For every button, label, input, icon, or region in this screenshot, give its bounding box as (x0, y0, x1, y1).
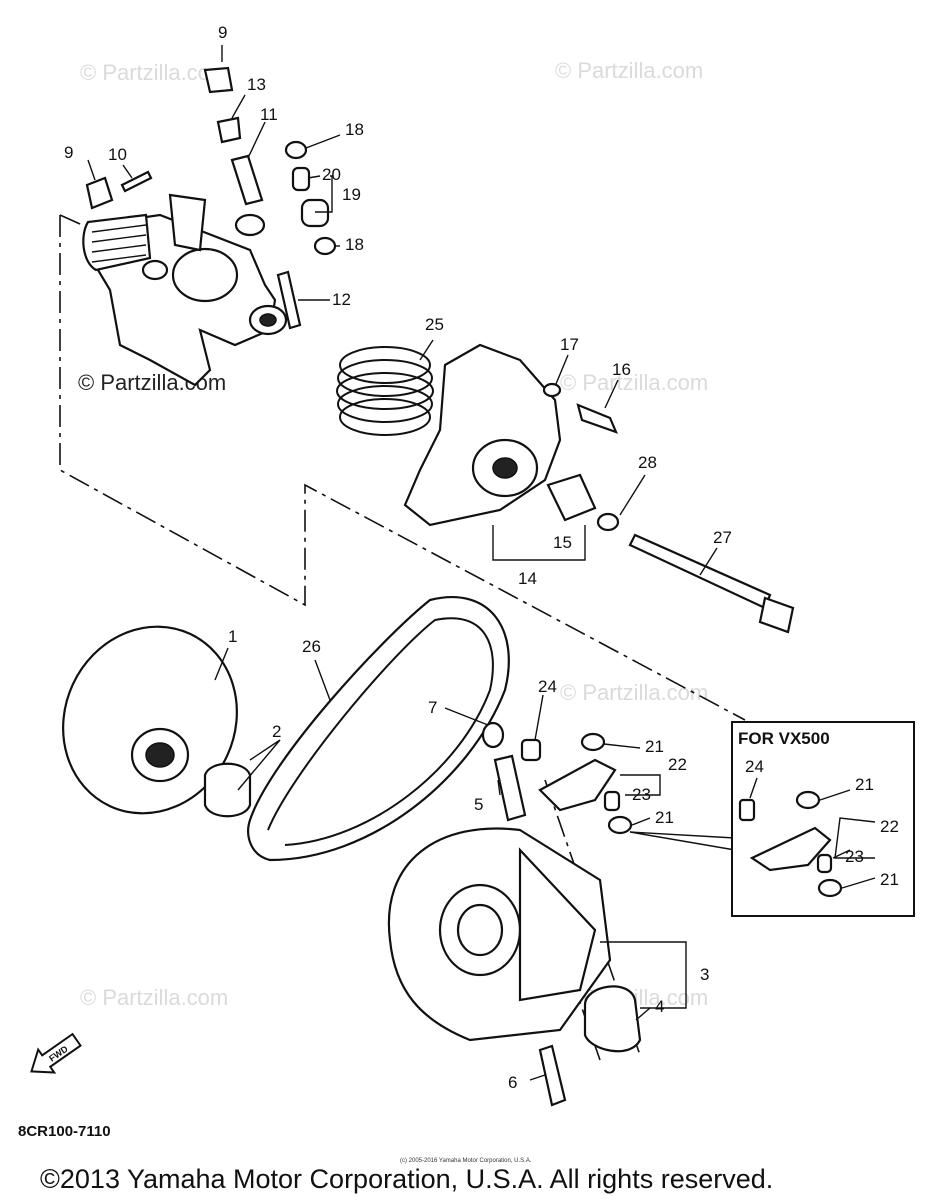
part-27-bolt-head (758, 596, 795, 634)
watermark: © Partzilla.com (80, 985, 228, 1010)
part-10-pin (120, 170, 153, 193)
watermark: © Partzilla.com (80, 60, 228, 85)
part-11-pin (230, 154, 264, 206)
inset-part-21-washer (795, 790, 821, 810)
part-4-collar (583, 985, 642, 1053)
callout-6: 6 (508, 1073, 517, 1092)
watermark: © Partzilla.com (555, 58, 703, 83)
callout-18: 18 (345, 235, 364, 254)
inset-callout-21: 21 (855, 775, 874, 794)
inset-title: FOR VX500 (738, 729, 830, 748)
callout-7: 7 (428, 698, 437, 717)
inset-leader-lines (629, 831, 736, 851)
part-12-bolt (276, 270, 302, 330)
callout-27: 27 (713, 528, 732, 547)
callout-16: 16 (612, 360, 631, 379)
copyright-notice: ©2013 Yamaha Motor Corporation, U.S.A. A… (40, 1164, 773, 1194)
callout-26: 26 (302, 637, 321, 656)
part-25-spring (336, 346, 434, 436)
watermark: © Partzilla.com (560, 680, 708, 705)
small-credit: (c) 2005-2016 Yamaha Motor Corporation, … (400, 1158, 532, 1164)
part-7-nut (481, 721, 505, 749)
part-18-washer (313, 236, 337, 256)
part-2-bushing (203, 762, 252, 818)
part-9-clip (85, 66, 234, 210)
callout-1: 1 (228, 627, 237, 646)
callout-3: 3 (700, 965, 709, 984)
callout-24: 24 (538, 677, 557, 696)
part-15-bushing (546, 473, 597, 522)
part-21-washer (580, 732, 606, 752)
inset-part-24-screw (738, 798, 756, 822)
inset-callout-23: 23 (845, 847, 864, 866)
part-13-nut (216, 116, 242, 144)
part-28-washer (596, 512, 620, 532)
leader-lines (87, 45, 718, 1081)
part-17-washer (542, 382, 562, 398)
inset-part-22-weight (749, 826, 832, 872)
fwd-arrow-icon: FWD (30, 1032, 82, 1074)
part-5-pin (493, 754, 527, 822)
inset-vx500: FOR VX500 24 21 22 23 21 (731, 721, 915, 917)
part-8-clutch-body (82, 193, 288, 387)
inset-callout-21: 21 (880, 870, 899, 889)
callout-9: 9 (218, 23, 227, 42)
part-22-weight (538, 758, 617, 812)
callout-18: 18 (345, 120, 364, 139)
callout-2: 2 (272, 722, 281, 741)
callout-9: 9 (64, 143, 73, 162)
callout-21: 21 (645, 737, 664, 756)
callout-20: 20 (322, 165, 341, 184)
part-18-washer (284, 140, 308, 160)
callout-28: 28 (638, 453, 657, 472)
part-20-bushing (291, 166, 311, 192)
diagram-code: 8CR100-7110 (18, 1123, 111, 1140)
callout-15: 15 (553, 533, 572, 552)
part-26-belt (247, 596, 510, 862)
callout-17: 17 (560, 335, 579, 354)
part-21-washer (607, 815, 633, 835)
part-23-spacer (603, 790, 621, 812)
part-24-screw (520, 738, 542, 762)
part-6-bolt (538, 1044, 567, 1107)
part-19-roller (300, 198, 330, 228)
part-1-sheave (62, 625, 238, 815)
part-27-bolt (628, 533, 772, 610)
inset-part-23-spacer (816, 853, 833, 874)
callout-4: 4 (655, 997, 664, 1016)
callout-12: 12 (332, 290, 351, 309)
inset-part-21-washer (817, 878, 843, 898)
callout-23: 23 (632, 785, 651, 804)
callout-5: 5 (474, 795, 483, 814)
watermark: © Partzilla.com (560, 370, 708, 395)
inset-callout-22: 22 (880, 817, 899, 836)
callout-11: 11 (260, 105, 278, 124)
callout-21: 21 (655, 808, 674, 827)
callout-14: 14 (518, 569, 537, 588)
inset-leaders (749, 777, 876, 889)
callout-10: 10 (108, 145, 127, 164)
assembly-boundary-line (59, 215, 746, 721)
part-16-bolt (576, 403, 618, 434)
part-14-cover (403, 343, 562, 527)
callout-25: 25 (425, 315, 444, 334)
callout-22: 22 (668, 755, 687, 774)
inset-callout-24: 24 (745, 757, 764, 776)
callout-13: 13 (247, 75, 266, 94)
part-3-secondary-clutch (387, 827, 612, 1042)
callout-19: 19 (342, 185, 361, 204)
